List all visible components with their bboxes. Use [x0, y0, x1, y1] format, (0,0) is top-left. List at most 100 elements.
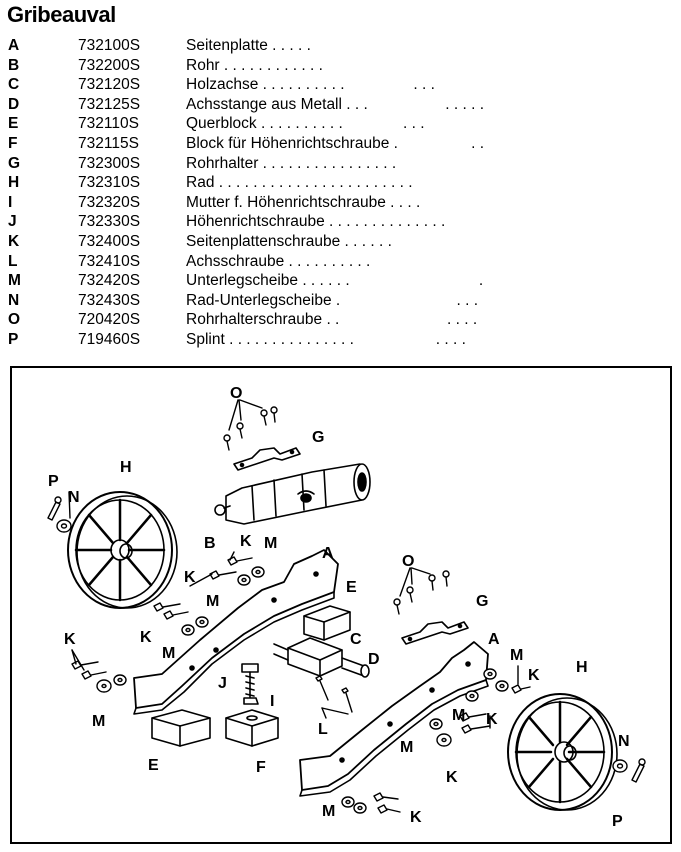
elevation-block: [225, 709, 279, 747]
part-name: Achsschraube . . . . . . . . . .: [186, 252, 371, 270]
part-row: N 732430S Rad-Unterlegscheibe . . . .: [8, 291, 668, 311]
exploded-diagram: O G H P N B K M K M K M A E C D O G A M …: [10, 366, 672, 844]
label-O: O: [402, 553, 414, 570]
label-C: C: [350, 631, 362, 648]
label-A: A: [488, 631, 500, 648]
part-number: 732330S: [78, 213, 141, 231]
label-F: F: [256, 759, 266, 776]
part-name: Rad-Unterlegscheibe . . . .: [186, 291, 479, 309]
wheel-left: [67, 491, 178, 609]
part-name: Mutter f. Höhenrichtschraube . . . .: [186, 193, 421, 211]
label-M: M: [452, 707, 465, 724]
bolts-washers-left: [47, 491, 265, 693]
part-number: 732115S: [78, 134, 139, 152]
screws-o-top: [223, 399, 278, 451]
part-name: Querblock . . . . . . . . . . . . .: [186, 115, 425, 133]
part-letter: G: [8, 154, 21, 172]
part-number: 720420S: [78, 311, 141, 329]
label-L: L: [318, 721, 328, 738]
part-name: Seitenplatte . . . . .: [186, 37, 311, 54]
label-M: M: [510, 647, 523, 664]
label-E: E: [148, 757, 159, 774]
part-row: I 732320S Mutter f. Höhenrichtschraube . .…: [8, 193, 668, 213]
trunnion-cap-right: [401, 621, 469, 645]
label-G: G: [476, 593, 488, 610]
part-letter: J: [8, 213, 17, 231]
part-letter: I: [8, 193, 13, 211]
label-N: N: [618, 733, 630, 750]
part-row: A 732100S Seitenplatte . . . . .: [8, 36, 668, 56]
part-name: Rohr . . . . . . . . . . . .: [186, 56, 323, 74]
part-number: 732110S: [78, 115, 139, 133]
diagram-svg: O G H P N B K M K M K M A E C D O G A M …: [47, 385, 646, 830]
part-row: B 732200S Rohr . . . . . . . . . . . .: [8, 56, 668, 76]
axle: [273, 637, 370, 678]
part-row: E 732110S Querblock . . . . . . . . . . . …: [8, 114, 668, 134]
part-letter: P: [8, 330, 19, 348]
part-letter: D: [8, 95, 20, 113]
label-M: M: [322, 803, 335, 820]
part-number: 732120S: [78, 76, 141, 94]
label-J: J: [218, 675, 227, 692]
transom-block-bottom: [151, 709, 211, 747]
label-G: G: [312, 429, 324, 446]
part-letter: N: [8, 291, 20, 309]
part-letter: B: [8, 56, 20, 74]
part-letter: O: [8, 311, 21, 329]
label-P: P: [48, 473, 59, 490]
wheel-right: [507, 693, 618, 811]
label-M: M: [206, 593, 219, 610]
part-number: 732420S: [78, 272, 141, 290]
part-name: Rad . . . . . . . . . . . . . . . . . . …: [186, 174, 413, 192]
label-K: K: [184, 569, 196, 586]
label-M: M: [264, 535, 277, 552]
part-number: 732430S: [78, 291, 141, 309]
label-P: P: [612, 813, 623, 830]
label-M: M: [92, 713, 105, 730]
part-name: Rohrhalter . . . . . . . . . . . . . . .…: [186, 154, 397, 172]
label-K: K: [240, 533, 252, 550]
bolts-washers-right: [315, 665, 646, 814]
label-M: M: [162, 645, 175, 662]
label-M: M: [400, 739, 413, 756]
label-B: B: [204, 535, 216, 552]
side-plate-left: [133, 549, 339, 715]
part-number: 732125S: [78, 95, 141, 113]
part-number: 732400S: [78, 232, 141, 250]
part-letter: A: [8, 37, 20, 54]
part-number: 732410S: [78, 252, 141, 270]
label-K: K: [64, 631, 76, 648]
label-K: K: [446, 769, 458, 786]
part-letter: C: [8, 76, 20, 94]
label-A: A: [322, 545, 334, 562]
barrel: [214, 463, 371, 525]
part-row: O 720420S Rohrhalterschraube . . . . . .: [8, 310, 668, 330]
page-title: Gribeauval: [7, 2, 116, 27]
label-K: K: [410, 809, 422, 826]
part-number: 732320S: [78, 193, 141, 211]
part-number: 732200S: [78, 56, 141, 74]
transom-block-top: [303, 605, 351, 641]
label-I: I: [270, 693, 274, 710]
part-number: 719460S: [78, 330, 141, 348]
part-name: Rohrhalterschraube . . . . . .: [186, 311, 478, 329]
part-number: 732310S: [78, 174, 141, 192]
part-letter: E: [8, 115, 19, 133]
label-K: K: [486, 711, 498, 728]
label-O: O: [230, 385, 242, 402]
part-name: Holzachse . . . . . . . . . . . . .: [186, 76, 435, 94]
label-H: H: [576, 659, 588, 676]
part-letter: L: [8, 252, 18, 270]
part-number: 732100S: [78, 37, 141, 54]
part-name: Block für Höhenrichtschraube . . .: [186, 134, 485, 152]
part-name: Seitenplattenschraube . . . . . .: [186, 232, 392, 250]
screws-o-right: [393, 567, 450, 615]
part-letter: M: [8, 272, 21, 290]
